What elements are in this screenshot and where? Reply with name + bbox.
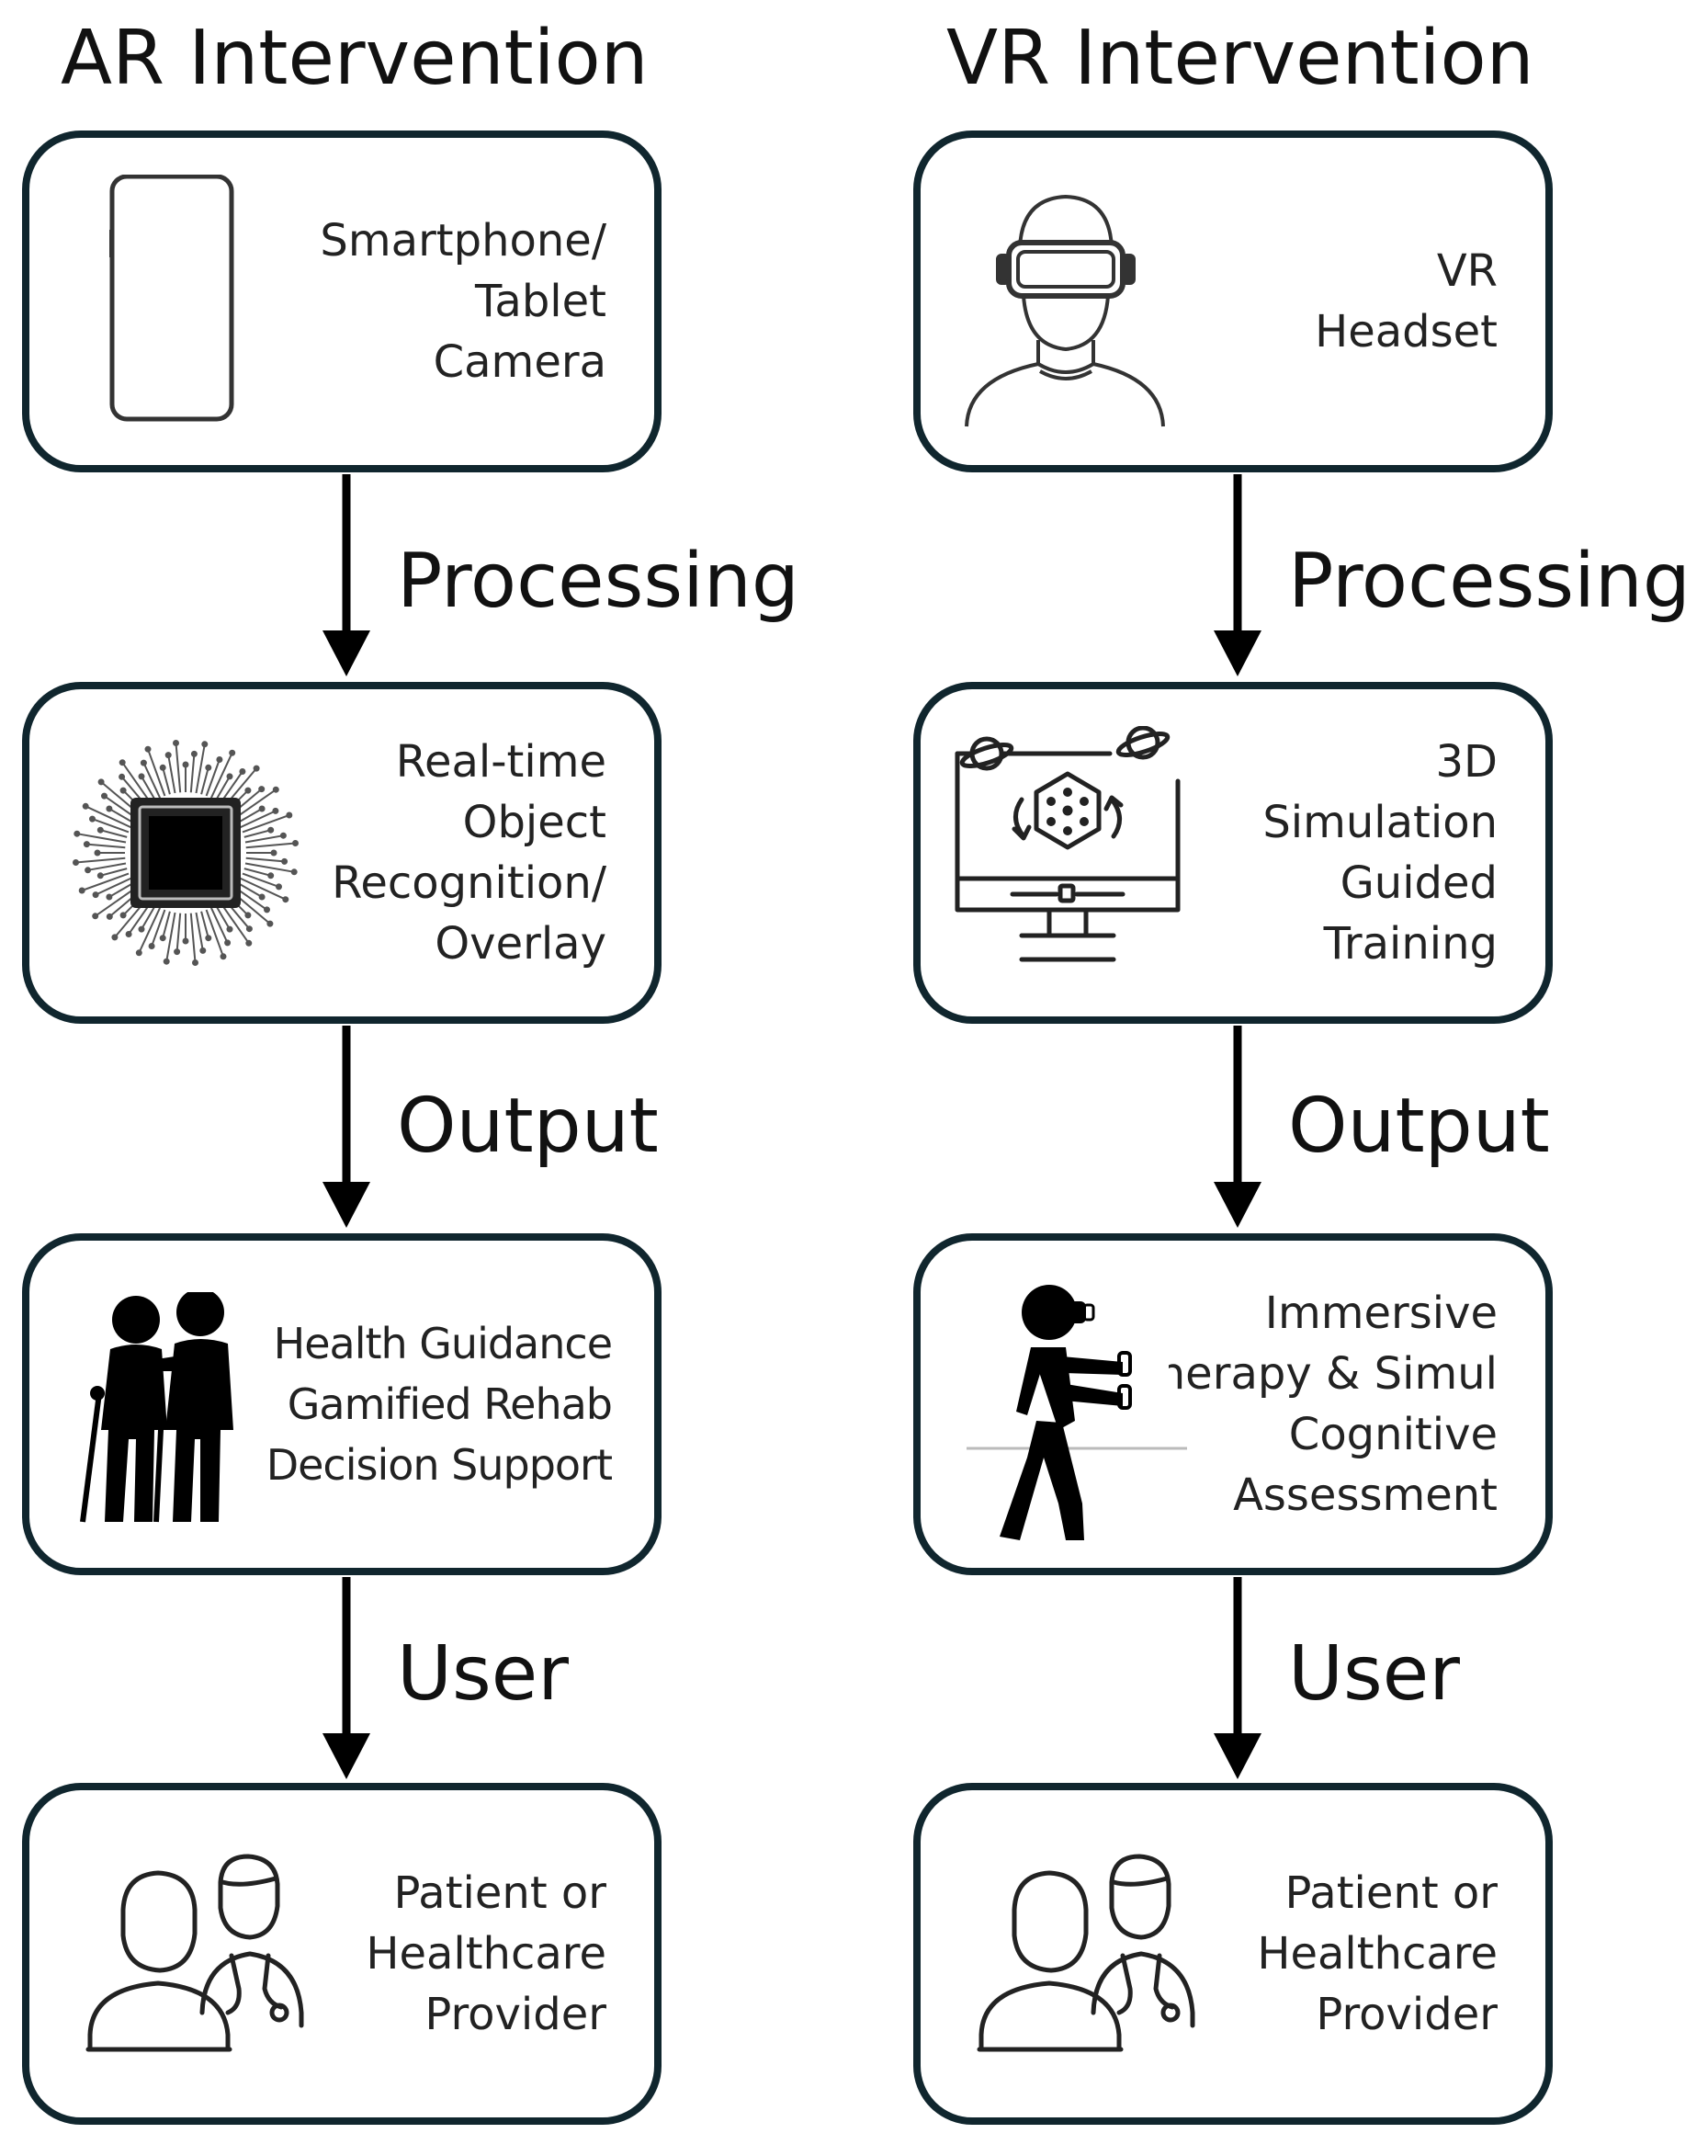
vr-user-arrow xyxy=(1210,1577,1265,1781)
vr-output-arrow xyxy=(1210,1026,1265,1230)
vr-user-label: User xyxy=(1288,1630,1460,1718)
ar-output-line-2: Gamified Rehab xyxy=(287,1379,613,1429)
ar-user-text: Patient or Healthcare Provider xyxy=(366,1790,606,2117)
smartphone-icon xyxy=(66,175,305,428)
ar-input-line-3: Camera xyxy=(433,336,606,388)
ar-processing-line-1: Real-time xyxy=(395,736,606,788)
patient-doctor-icon xyxy=(85,1851,323,2053)
ar-user-line-3: Provider xyxy=(424,1989,606,2040)
vr-input-text: VR Headset xyxy=(1315,138,1498,465)
vr-processing-text: 3D Simulation Guided Training xyxy=(1262,689,1498,1016)
ar-processing-box: Real-time Object Recognition/ Overlay xyxy=(22,682,662,1024)
vr-user-line-2: Healthcare xyxy=(1257,1928,1498,1980)
ar-output-arrow xyxy=(319,1026,374,1230)
ar-processing-arrow xyxy=(319,474,374,678)
vr-output-box: Immersive Therapy & Simul Cognitive Asse… xyxy=(913,1233,1553,1575)
vr-processing-arrow xyxy=(1210,474,1265,678)
vr-input-box: VR Headset xyxy=(913,130,1553,472)
ar-input-line-1: Smartphone/ xyxy=(320,215,606,267)
vr-user-text: Patient or Healthcare Provider xyxy=(1257,1790,1498,2117)
elderly-assisted-walking-icon xyxy=(62,1292,274,1531)
ar-processing-text: Real-time Object Recognition/ Overlay xyxy=(332,689,606,1016)
3d-simulation-monitor-icon xyxy=(948,726,1187,974)
vr-user-figure-icon xyxy=(967,1274,1187,1549)
vr-output-line-3: Cognitive xyxy=(1288,1409,1498,1460)
ar-input-line-2: Tablet xyxy=(475,276,606,327)
ar-output-label: Output xyxy=(397,1083,659,1170)
microchip-icon xyxy=(66,726,305,980)
vr-processing-label: Processing xyxy=(1288,538,1691,625)
vr-processing-line-3: Guided xyxy=(1340,857,1498,909)
patient-doctor-icon xyxy=(976,1851,1215,2053)
vr-user-box: Patient or Healthcare Provider xyxy=(913,1783,1553,2125)
ar-processing-label: Processing xyxy=(397,538,799,625)
ar-input-text: Smartphone/ Tablet Camera xyxy=(320,138,606,465)
vr-processing-line-2: Simulation xyxy=(1262,797,1498,848)
ar-user-line-1: Patient or xyxy=(393,1867,607,1919)
ar-user-line-2: Healthcare xyxy=(366,1928,606,1980)
vr-output-line-2: Therapy & Simul xyxy=(1169,1348,1498,1400)
vr-processing-box: 3D Simulation Guided Training xyxy=(913,682,1553,1024)
ar-user-box: Patient or Healthcare Provider xyxy=(22,1783,662,2125)
vr-processing-line-1: 3D xyxy=(1435,736,1499,788)
vr-column-title: VR Intervention xyxy=(946,15,1534,102)
vr-output-line-4: Assessment xyxy=(1233,1469,1498,1521)
ar-processing-line-4: Overlay xyxy=(435,918,606,970)
ar-processing-line-2: Object xyxy=(462,797,606,848)
ar-input-box: Smartphone/ Tablet Camera xyxy=(22,130,662,472)
vr-processing-line-4: Training xyxy=(1323,918,1498,970)
ar-output-line-1: Health Guidance xyxy=(273,1319,613,1368)
vr-input-line-1: VR xyxy=(1436,245,1498,297)
ar-output-text: Health Guidance Gamified Rehab Decision … xyxy=(266,1241,613,1568)
vr-headset-person-icon xyxy=(963,184,1165,428)
vr-output-label: Output xyxy=(1288,1083,1550,1170)
ar-user-label: User xyxy=(397,1630,569,1718)
ar-processing-line-3: Recognition/ xyxy=(332,857,606,909)
ar-user-arrow xyxy=(319,1577,374,1781)
vr-user-line-3: Provider xyxy=(1316,1989,1498,2040)
ar-output-box: Health Guidance Gamified Rehab Decision … xyxy=(22,1233,662,1575)
vr-output-line-1: Immersive xyxy=(1264,1288,1498,1339)
vr-user-line-1: Patient or xyxy=(1284,1867,1499,1919)
ar-column-title: AR Intervention xyxy=(61,15,649,102)
vr-input-line-2: Headset xyxy=(1315,306,1498,357)
vr-output-text: Immersive Therapy & Simul Cognitive Asse… xyxy=(1169,1241,1498,1568)
ar-output-line-3: Decision Support xyxy=(266,1440,613,1490)
